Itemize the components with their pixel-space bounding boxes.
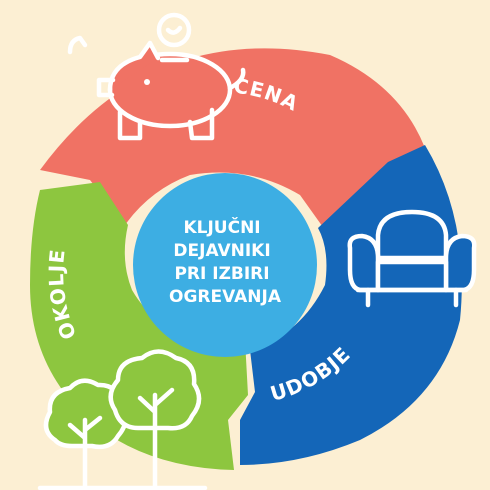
center-line-3: PRI IZBIRI xyxy=(174,264,269,284)
armchair-icon xyxy=(347,209,477,308)
center-line-2: DEJAVNIKI xyxy=(173,241,270,261)
center-title: KLJUČNI DEJAVNIKI PRI IZBIRI OGREVANJA xyxy=(169,216,282,307)
center-circle xyxy=(133,173,317,357)
piggy-bank-icon xyxy=(67,12,246,141)
trees-icon xyxy=(37,349,208,490)
center-line-4: OGREVANJA xyxy=(169,287,282,307)
center-line-1: KLJUČNI xyxy=(183,216,260,238)
